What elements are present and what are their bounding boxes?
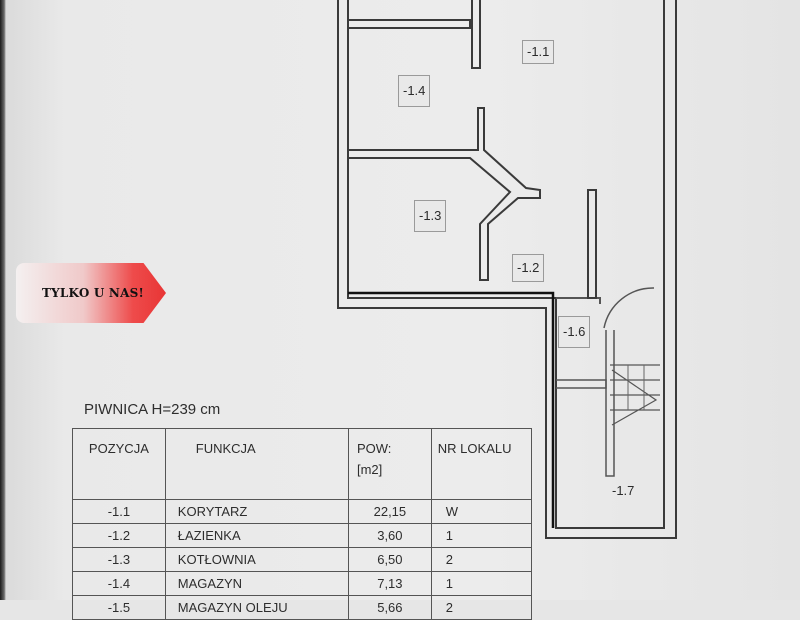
header-pow-unit: [m2] (356, 462, 383, 477)
outer-wall (337, 0, 677, 539)
cell-nr-lokalu: 2 (430, 595, 533, 620)
cell-pozycja: -1.3 (72, 547, 166, 572)
table-title: PIWNICA H=239 cm (84, 401, 221, 418)
door-arc (603, 287, 655, 329)
header-pow: POW: [m2] (347, 428, 432, 500)
cell-pozycja: -1.4 (72, 571, 166, 596)
stair-box (556, 379, 607, 389)
cell-pow: 3,60 (347, 523, 432, 548)
floor-plan (337, 0, 677, 539)
room-label-1-2: -1.2 (512, 254, 545, 282)
cell-nr-lokalu: 1 (430, 523, 533, 548)
partition-right (587, 189, 597, 299)
stair-vertical (627, 365, 645, 410)
table-row: -1.1 KORYTARZ 22,15 W (72, 499, 533, 524)
header-pozycja: POZYCJA (72, 428, 166, 500)
cell-nr-lokalu: 2 (430, 547, 533, 572)
cell-funkcja: MAGAZYN (164, 571, 349, 596)
table-header-row: POZYCJA FUNKCJA POW: [m2] NR LOKALU (72, 428, 533, 500)
partition-top-vertical (471, 0, 481, 69)
room-label-1-4: -1.4 (398, 75, 431, 107)
cell-funkcja: ŁAZIENKA (164, 523, 349, 548)
table-row: -1.2 ŁAZIENKA 3,60 1 (72, 523, 533, 548)
partition-mid (348, 107, 541, 281)
header-nr-lokalu: NR LOKALU (430, 428, 533, 500)
header-pow-label: POW: (356, 441, 392, 456)
cell-pow: 6,50 (347, 547, 432, 572)
wall-dark (348, 291, 555, 528)
rooms-table: POZYCJA FUNKCJA POW: [m2] NR LOKALU -1.1… (72, 428, 533, 620)
room-label-1-1: -1.1 (522, 40, 555, 64)
cell-pozycja: -1.5 (72, 595, 166, 620)
partition-top (348, 19, 471, 29)
cell-pozycja: -1.1 (72, 499, 166, 524)
cell-funkcja: KORYTARZ (164, 499, 349, 524)
cell-funkcja: KOTŁOWNIA (164, 547, 349, 572)
table-row: -1.5 MAGAZYN OLEJU 5,66 2 (72, 595, 533, 620)
cell-pow: 7,13 (347, 571, 432, 596)
stair-rail (605, 330, 615, 477)
wall-step (556, 297, 601, 304)
cell-pow: 22,15 (347, 499, 432, 524)
cell-nr-lokalu: W (430, 499, 533, 524)
cell-nr-lokalu: 1 (430, 571, 533, 596)
promo-badge[interactable]: TYLKO U NAS! (16, 263, 166, 323)
table-row: -1.3 KOTŁOWNIA 6,50 2 (72, 547, 533, 572)
cell-funkcja: MAGAZYN OLEJU (164, 595, 349, 620)
room-label-1-6: -1.6 (558, 316, 591, 348)
room-label-1-7: -1.7 (612, 483, 635, 498)
page-edge-shadow (0, 0, 6, 600)
inner-wall (347, 0, 665, 529)
cell-pozycja: -1.2 (72, 523, 166, 548)
stair-lines (610, 364, 660, 426)
room-label-1-3: -1.3 (414, 200, 447, 232)
cell-pow: 5,66 (347, 595, 432, 620)
table-row: -1.4 MAGAZYN 7,13 1 (72, 571, 533, 596)
header-funkcja: FUNKCJA (164, 428, 349, 500)
promo-badge-text: TYLKO U NAS! (42, 286, 144, 300)
